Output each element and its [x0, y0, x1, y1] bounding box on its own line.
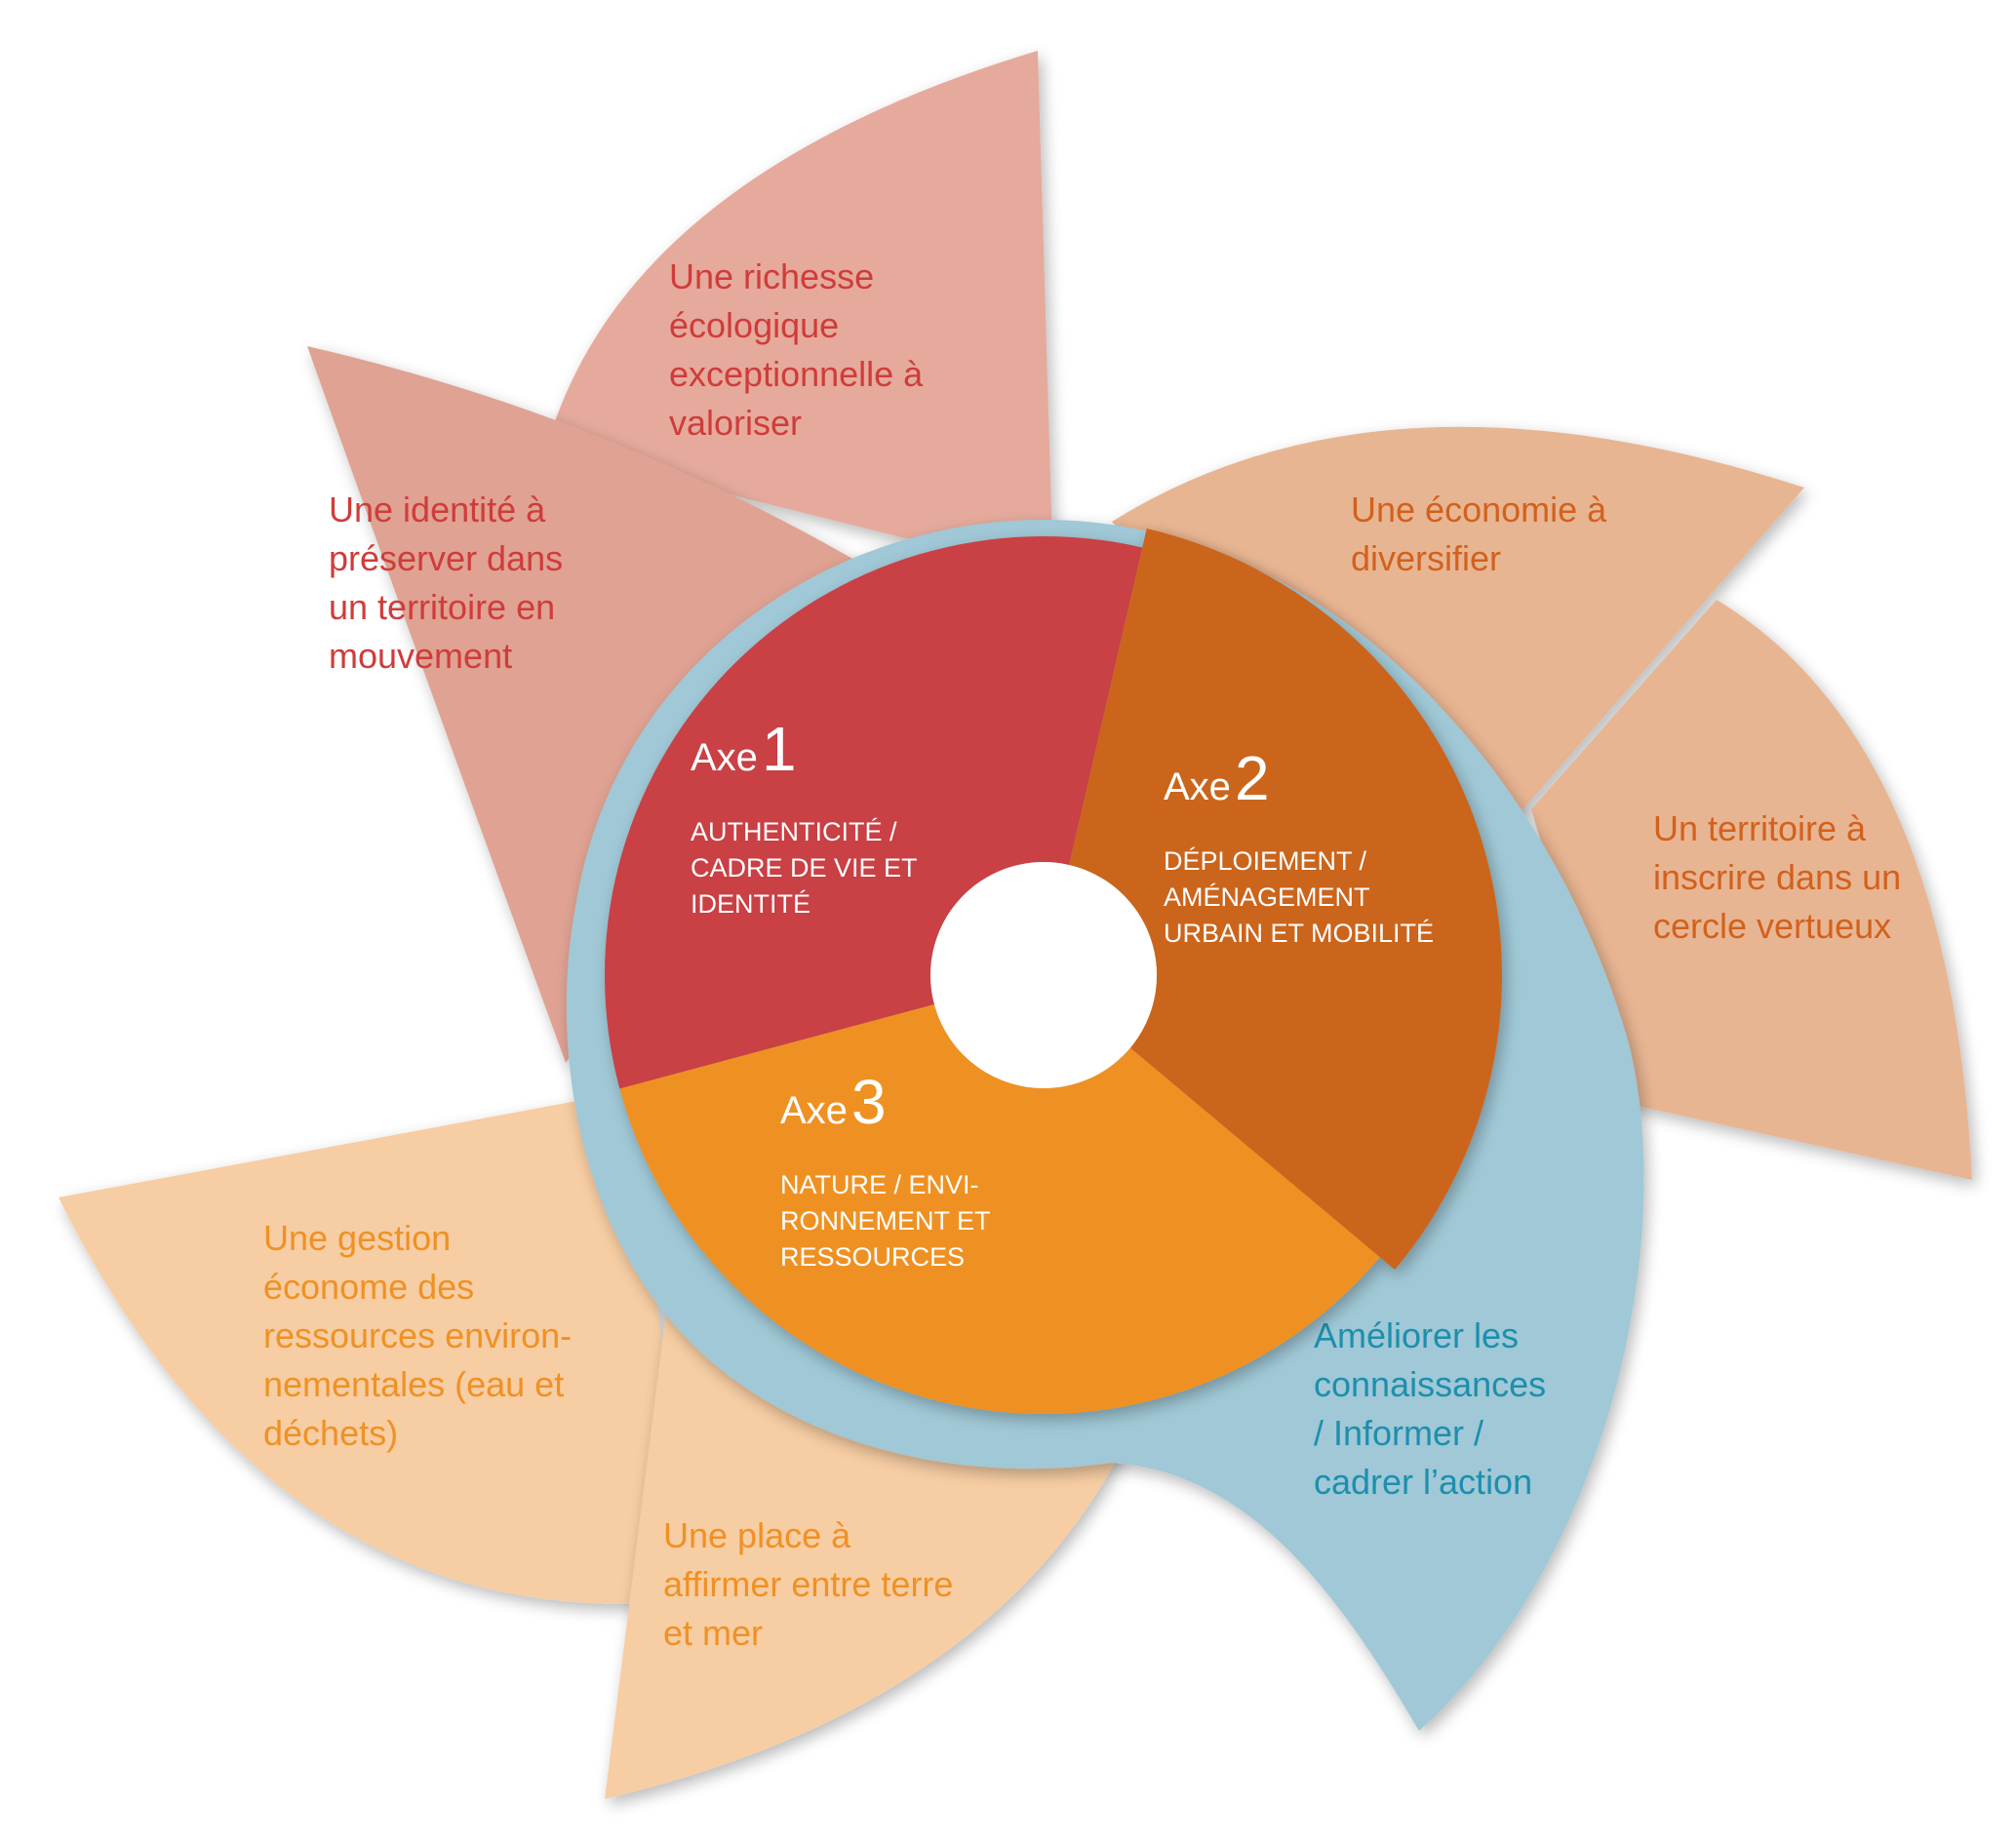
petal-label-line: nementales (eau et [263, 1364, 564, 1404]
axes-ring [605, 529, 1502, 1414]
axe2-title: Axe2 [1164, 743, 1270, 813]
petal-label-richesse: Une richesse écologique exceptionnelle à va… [669, 256, 924, 443]
petal-label-line: Une richesse [669, 256, 874, 296]
petal-label-line: mouvement [329, 636, 512, 676]
petal-economie [1112, 426, 1804, 878]
petal-label-place: Une place à affirmer entre terre et mer [663, 1515, 953, 1653]
petal-label-line: exceptionnelle à [669, 354, 924, 394]
center-hole [930, 862, 1157, 1088]
petal-territoire [1531, 600, 1972, 1180]
petal-label-identite: Une identité à préserver dans un territoir… [329, 490, 563, 676]
petal-texts: Une richesse écologique exceptionnelle à va… [263, 256, 1901, 1653]
axe2-number: 2 [1235, 743, 1270, 813]
axe3-segment [619, 1004, 1380, 1414]
petal-gestion-ressources [59, 1092, 702, 1604]
axe1-subtitle: AUTHENTICITÉ / CADRE DE VIE ET IDENTITÉ [691, 817, 918, 919]
axe2-segment [1069, 529, 1502, 1271]
axe2-label: Axe2 DÉPLOIEMENT / AMÉNAGEMENT URBAIN ET M… [1164, 743, 1434, 948]
petal-label-line: Une gestion [263, 1218, 451, 1258]
petal-label-line: et mer [663, 1613, 763, 1653]
petal-label-line: Une place à [663, 1515, 851, 1555]
petal-label-line: ressources environ- [263, 1315, 572, 1355]
axe2-word: Axe [1164, 765, 1231, 808]
axe2-subtitle: DÉPLOIEMENT / AMÉNAGEMENT URBAIN ET MOBILI… [1164, 846, 1434, 948]
axe1-subtitle-line: AUTHENTICITÉ / [691, 817, 897, 846]
petal-label-line: inscrire dans un [1653, 857, 1901, 897]
axe3-label: Axe3 NATURE / ENVI- RONNEMENT ET RESSOURCE… [780, 1067, 991, 1272]
axe3-subtitle-line: NATURE / ENVI- [780, 1170, 979, 1199]
petal-label-line: un territoire en [329, 587, 555, 627]
petal-label-line: cercle vertueux [1653, 906, 1891, 946]
knowledge-line: cadrer l’action [1314, 1462, 1532, 1502]
petal-identite [307, 346, 897, 1063]
knowledge-line: / Informer / [1314, 1413, 1483, 1453]
petal-richesse-ecologique [546, 51, 1053, 575]
petal-label-line: Une identité à [329, 490, 546, 529]
petal-label-line: déchets) [263, 1413, 398, 1453]
axe3-subtitle: NATURE / ENVI- RONNEMENT ET RESSOURCES [780, 1170, 991, 1272]
petal-label-line: Un territoire à [1653, 808, 1867, 848]
axe1-subtitle-line: IDENTITÉ [691, 889, 810, 919]
petal-label-line: Une économie à [1351, 490, 1607, 529]
axe3-word: Axe [780, 1089, 848, 1132]
petal-label-line: préserver dans [329, 538, 563, 578]
axe3-subtitle-line: RONNEMENT ET [780, 1206, 991, 1235]
axe1-title: Axe1 [691, 714, 797, 784]
knowledge-line: Améliorer les [1314, 1315, 1519, 1355]
axe2-subtitle-line: URBAIN ET MOBILITÉ [1164, 919, 1434, 948]
knowledge-label: Améliorer les connaissances / Informer / ca… [1314, 1315, 1546, 1502]
petal-label-line: économe des [263, 1267, 474, 1307]
axe1-number: 1 [762, 714, 797, 784]
petal-label-line: écologique [669, 305, 839, 345]
petal-label-line: affirmer entre terre [663, 1564, 953, 1604]
petal-label-line: diversifier [1351, 538, 1501, 578]
axe1-label: Axe1 AUTHENTICITÉ / CADRE DE VIE ET IDENTI… [691, 714, 918, 919]
petal-label-economie: Une économie à diversifier [1351, 490, 1607, 578]
axe3-subtitle-line: RESSOURCES [780, 1242, 965, 1272]
petal-label-territoire: Un territoire à inscrire dans un cercle ve… [1653, 808, 1901, 946]
petal-label-gestion: Une gestion économe des ressources environ… [263, 1218, 572, 1453]
axe1-subtitle-line: CADRE DE VIE ET [691, 853, 918, 882]
axe3-title: Axe3 [780, 1067, 887, 1137]
petal-label-line: valoriser [669, 403, 802, 443]
petals-layer [59, 51, 1972, 1799]
axe2-subtitle-line: AMÉNAGEMENT [1164, 882, 1370, 912]
knowledge-line: connaissances [1314, 1364, 1546, 1404]
axe1-segment [605, 536, 1143, 1089]
axe2-subtitle-line: DÉPLOIEMENT / [1164, 846, 1367, 876]
axe1-word: Axe [691, 736, 758, 779]
axe3-number: 3 [851, 1067, 887, 1137]
